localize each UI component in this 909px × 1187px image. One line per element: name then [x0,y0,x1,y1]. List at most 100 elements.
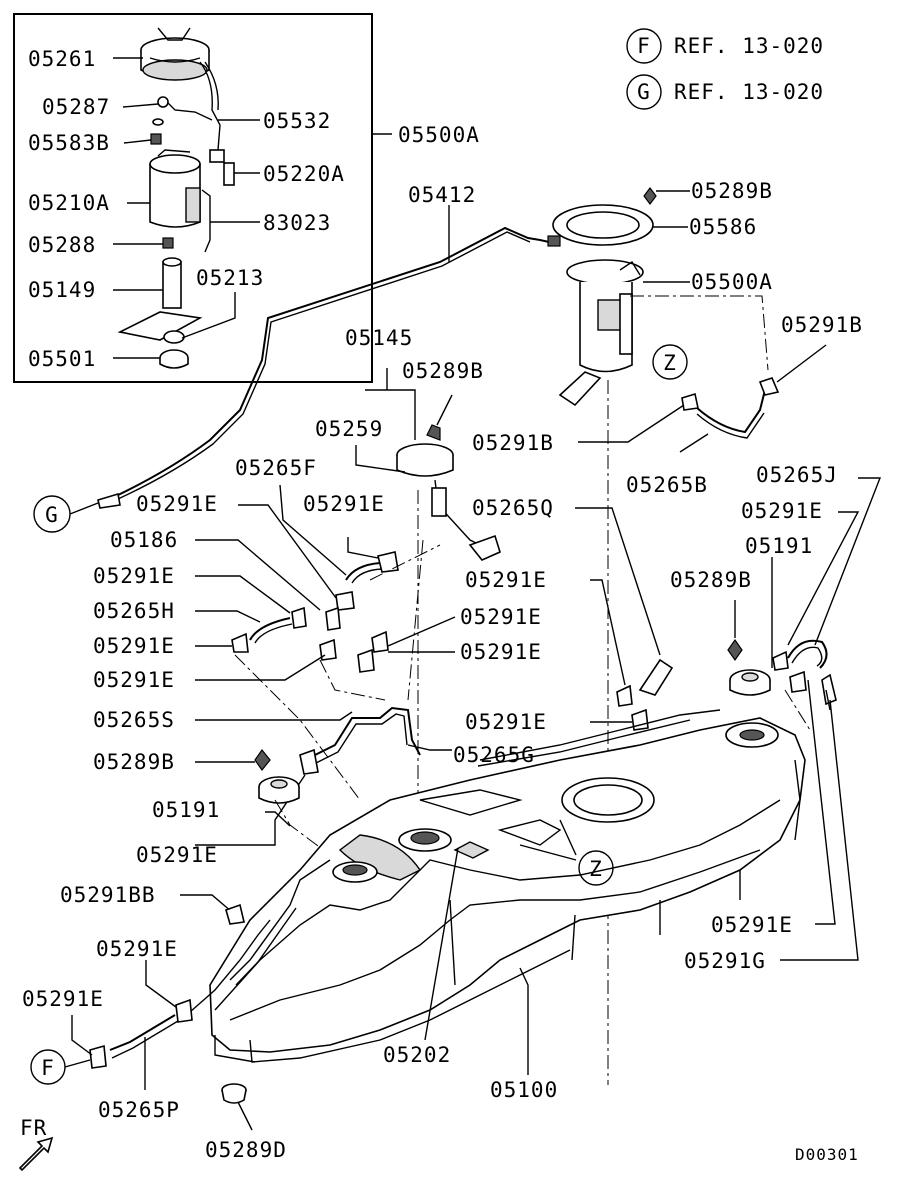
label-05291E-j: 05291E [465,710,547,734]
pump-module-05500A [558,259,644,407]
plug-05289D [221,1083,247,1104]
callout-f-letter: F [41,1056,55,1080]
label-05289B-right: 05289B [670,568,752,592]
oring-05287 [157,96,169,108]
label-05265P: 05265P [98,1098,180,1122]
label-05265B: 05265B [626,473,708,497]
ref-g-circle [626,74,662,110]
pump-05149 [162,257,182,309]
label-05500A: 05500A [691,270,773,294]
label-05265J: 05265J [756,463,838,487]
hose-05265H [249,617,291,641]
hose-05265P [109,1014,176,1051]
label-05586: 05586 [689,215,757,239]
sender-05145 [396,443,501,561]
hose-05265J [787,639,828,669]
hose-05265Q [638,658,674,696]
label-05291E-d: 05291E [93,634,175,658]
label-05265G: 05265G [453,743,535,767]
nut-05289B-left [254,748,271,772]
label-05291E-h: 05291E [460,640,542,664]
label-05291E-e: 05291E [93,668,175,692]
hose-05265F [345,562,381,581]
label-05291G: 05291G [684,949,766,973]
label-05149: 05149 [28,278,96,302]
filter-05288 [162,237,174,249]
label-05583B: 05583B [28,131,110,155]
label-05291E-m: 05291E [22,987,104,1011]
label-05287: 05287 [42,95,110,119]
label-05265S: 05265S [93,708,175,732]
label-05291B-mid: 05291B [472,431,554,455]
label-05501: 05501 [28,347,96,371]
label-05291E-l: 05291E [96,937,178,961]
oring-small [152,118,164,126]
label-05291BB: 05291BB [60,883,156,907]
label-05500A-inset: 05500A [398,123,480,147]
label-05145: 05145 [345,326,413,350]
ref-f-text: REF. 13-020 [674,34,824,58]
label-05289B-left: 05289B [93,750,175,774]
label-05259: 05259 [315,417,383,441]
label-05291E-k: 05291E [136,843,218,867]
callout-z-bottom-letter: Z [589,857,603,881]
label-05412: 05412 [408,183,476,207]
label-05291E-b: 05291E [303,492,385,516]
label-05191-left: 05191 [152,798,220,822]
harness-83023 [201,189,211,253]
hose-05265B [696,389,766,434]
label-05213: 05213 [196,266,264,290]
fuel-tank-05100 [189,709,806,1063]
callout-g-letter: G [45,503,59,527]
label-05100: 05100 [490,1078,558,1102]
nut-05289B-right [727,638,743,662]
label-05291E-f: 05291E [465,568,547,592]
front-arrow-icon [18,1136,54,1172]
label-05265F: 05265F [235,456,317,480]
callout-z-top [652,344,688,380]
label-05291E-i: 05291E [741,499,823,523]
label-05532: 05532 [263,109,331,133]
nut-05289B-mid [426,424,441,441]
label-05291E-g: 05291E [460,605,542,629]
strainer-05213 [117,311,203,341]
label-05289B-top: 05289B [691,179,773,203]
label-05265Q: 05265Q [472,496,554,520]
cap-05191-left [258,776,300,804]
label-05261: 05261 [28,47,96,71]
label-05265H: 05265H [93,599,175,623]
cap-05191-right [729,669,771,696]
ref-f-letter: F [637,34,651,58]
label-05291E-a: 05291E [136,492,218,516]
retainer-05501 [159,349,189,369]
label-05202: 05202 [383,1043,451,1067]
connector-05220A [209,149,225,163]
label-05220A: 05220A [263,162,345,186]
label-05289B-mid: 05289B [402,359,484,383]
fuel-pump-cap [140,27,210,81]
ref-f-circle [626,28,662,64]
hose-05265S [304,706,421,761]
label-05291B-right: 05291B [781,313,863,337]
label-05210A: 05210A [28,191,110,215]
label-05186: 05186 [110,528,178,552]
label-fr: FR [20,1116,47,1140]
callout-z-top-letter: Z [663,351,677,375]
ref-g-letter: G [637,80,651,104]
pump-body-05210A [149,149,201,228]
ref-g-text: REF. 13-020 [674,80,824,104]
label-83023: 83023 [263,211,331,235]
fuel-pump-wiring [164,61,221,151]
label-05288: 05288 [28,233,96,257]
fuel-line-05412 [117,226,559,496]
inset-box [13,13,373,383]
nut-05289B-top [643,187,657,205]
diagram-code: D00301 [795,1145,859,1164]
clip-05583B [150,133,162,145]
gasket-05586 [552,204,654,246]
label-05291E-n: 05291E [711,913,793,937]
label-05191-right: 05191 [745,534,813,558]
label-05289D: 05289D [205,1138,287,1162]
label-05291E-c: 05291E [93,564,175,588]
callout-z-bottom [578,850,614,886]
